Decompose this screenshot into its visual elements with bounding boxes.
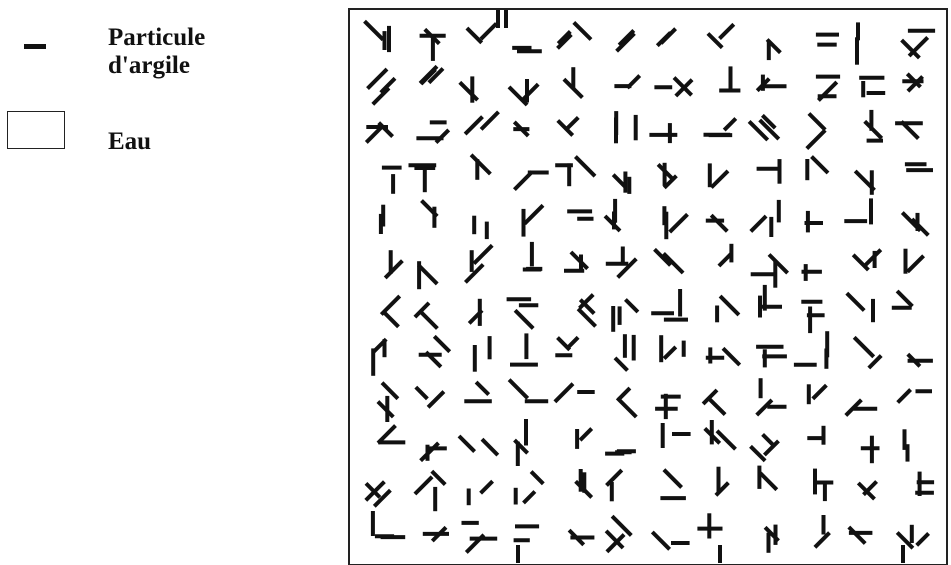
clay-particle-label: Particule d'argile [108, 24, 205, 80]
clay-particle-swatch [24, 44, 46, 49]
legend-water: Eau [0, 111, 330, 161]
water-label: Eau [108, 128, 151, 156]
clay-water-field [348, 8, 948, 565]
legend-clay-particle: Particule d'argile [0, 24, 330, 94]
clay-water-field-svg [348, 8, 948, 565]
legend: Particule d'argile Eau [0, 0, 330, 220]
field-frame [349, 9, 947, 565]
water-swatch [7, 111, 65, 149]
